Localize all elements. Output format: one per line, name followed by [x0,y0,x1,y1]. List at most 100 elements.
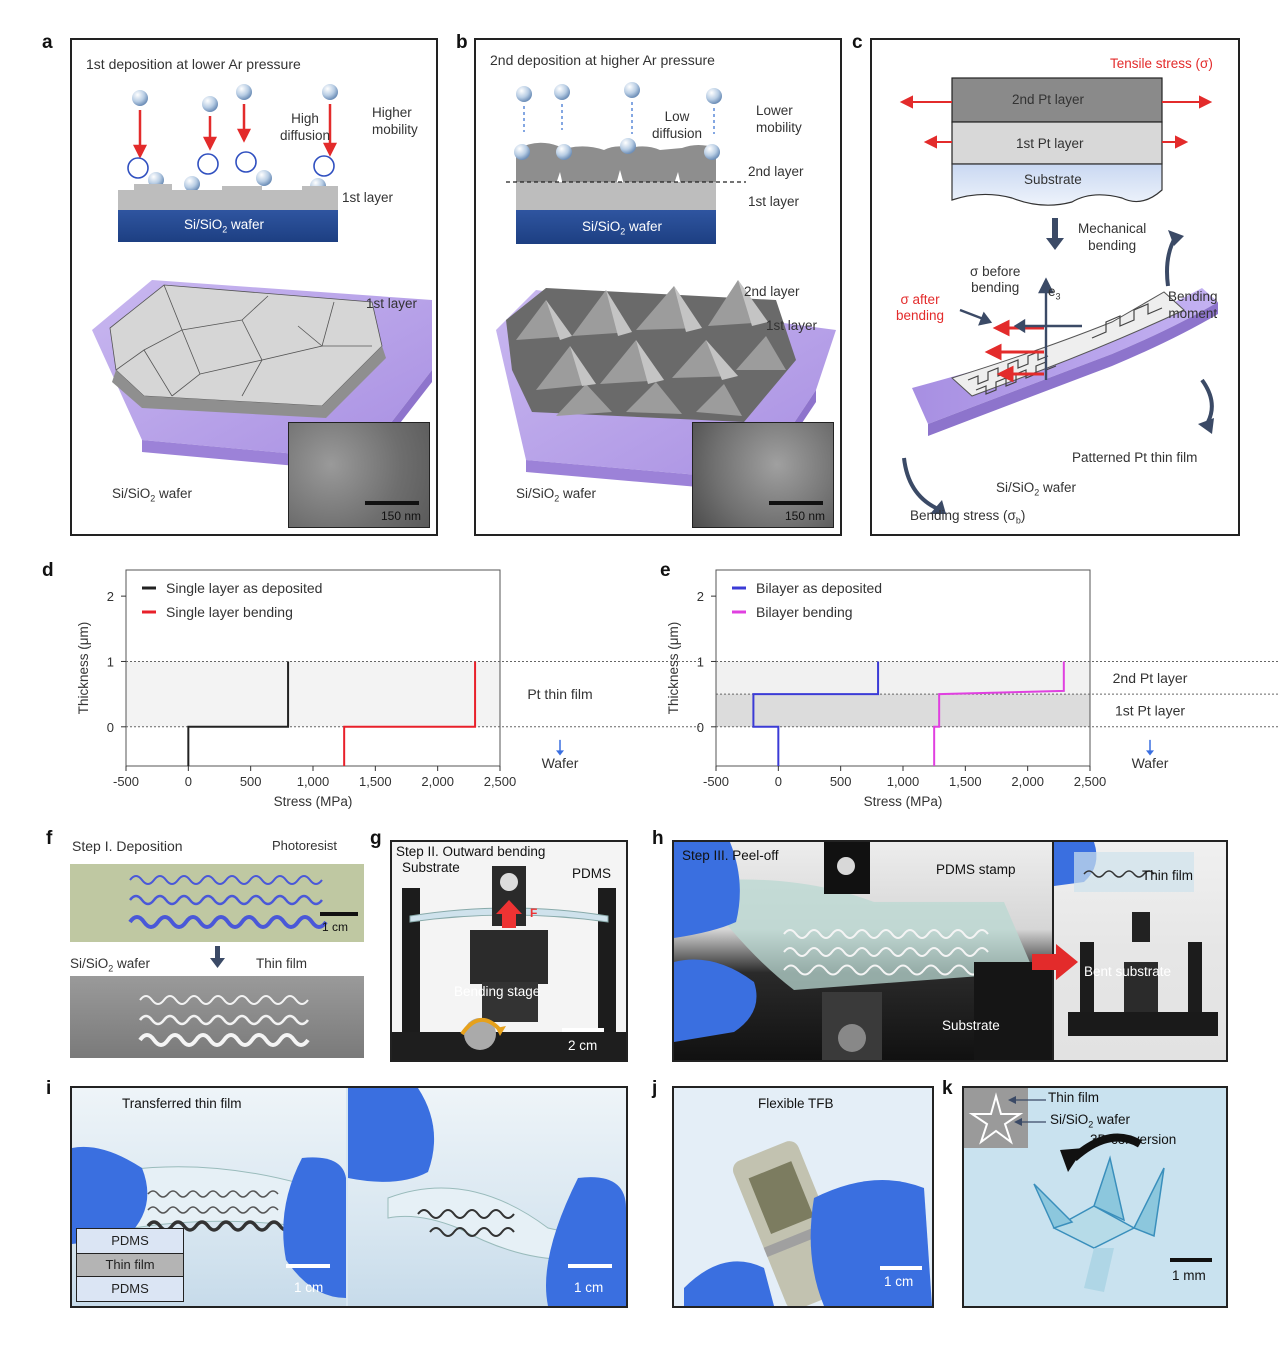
panel-letter-k: k [942,1078,953,1099]
a-layer1-3d-label: 1st layer [366,296,418,311]
f-photo-thinfilm [70,976,364,1058]
x-tick-label: 0 [775,774,782,789]
panel-j: Flexible TFB 1 cm [672,1086,934,1308]
b-layer1-3d-label: 1st layer [766,318,818,333]
c-tensile-label: Tensile stress (σ) [1110,56,1213,71]
wafer-arrow-head [1146,750,1154,756]
panel-letter-b: b [456,32,468,53]
x-tick-label: 500 [830,774,852,789]
y-axis-label: Thickness (μm) [666,622,681,715]
panel-letter-g: g [370,828,382,849]
c-pt1-label: 1st Pt layer [1016,136,1084,151]
annotation-pt-layer2: 2nd Pt layer [1113,670,1188,686]
panel-h: Step III. Peel-off PDMS stamp Substrate … [672,840,1228,1062]
x-axis-label: Stress (MPa) [864,794,943,809]
k-scale-bar: 1 mm [1172,1268,1206,1283]
h-photo-bent: Thin film Bent substrate [1054,842,1226,1060]
c-substrate-label: Substrate [1024,172,1082,187]
k-inset-star [964,1088,1028,1148]
x-tick-label: -500 [703,774,729,789]
x-tick-label: 2,000 [1011,774,1044,789]
series-line-2 [343,661,477,766]
x-tick-label: 1,000 [887,774,920,789]
grain-film-single [109,284,386,418]
grain-film-pyramids [506,280,796,422]
k-wafer-label: Si/SiO2 wafer [1050,1112,1131,1130]
panel-letter-h: h [652,828,664,849]
y-tick-label: 2 [697,589,704,604]
h-thinfilm-label: Thin film [1142,868,1194,883]
h-step-label: Step III. Peel-off [682,848,779,863]
c-bending-stress: Bending stress (σb) [910,508,1026,526]
y-tick-label: 2 [107,589,114,604]
panel-b: 2nd deposition at higher Ar pressure [474,38,842,536]
y-axis-label: Thickness (μm) [76,622,91,715]
x-tick-label: 1,500 [949,774,982,789]
x-tick-label: 1,500 [359,774,392,789]
series-line-2 [933,661,1065,766]
panel-letter-j: j [652,1078,658,1099]
g-force-label: F [530,906,538,920]
f-down-arrow [210,946,225,968]
y-tick-label: 0 [107,720,114,735]
panel-k: Thin film Si/SiO2 wafer 3D conversion 1 … [962,1086,1228,1308]
f-photo-deposition: 1 cm [70,864,364,942]
x-tick-label: 2,500 [1074,774,1107,789]
h-stamp-label: PDMS stamp [936,862,1016,877]
shade-pt-film [126,661,500,727]
legend-label-2: Single layer bending [166,604,293,620]
f-photoresist-label: Photoresist [272,838,338,853]
a-wafer-3d-label: Si/SiO2 wafer [112,486,193,504]
panel-letter-c: c [852,32,863,53]
panel-letter-e: e [660,560,671,581]
b-wafer-label: Si/SiO2 wafer [582,219,663,237]
i-stack-thinfilm: Thin film [77,1254,183,1277]
y-tick-label: 1 [697,654,704,669]
sem-image-b: 150 nm [692,422,834,528]
pt-layer2-rect [951,77,1163,123]
h-photo-peel: Step III. Peel-off PDMS stamp Substrate [674,842,1052,1060]
i-stack-pdms-bottom: PDMS [77,1277,183,1301]
h-substrate-label: Substrate [942,1018,1000,1033]
sem-image-a: 150 nm [288,422,430,528]
legend-label-2: Bilayer bending [756,604,853,620]
b-layer2-3d-label: 2nd layer [744,284,800,299]
panel-letter-f: f [46,828,53,849]
k-conversion-label: 3D conversion [1090,1132,1177,1147]
i-photo-left [72,1088,346,1306]
i-scale-right: 1 cm [574,1280,604,1295]
i-photo-right [348,1088,626,1306]
shade-pt-layer1 [716,694,1090,727]
x-tick-label: 0 [185,774,192,789]
f-thinfilm-label: Thin film [256,956,308,971]
wafer-blue [118,210,338,242]
panel-g: Step II. Outward bending Substrate PDMS … [390,840,628,1062]
panel-a: 1st deposition at lower Ar pressure [70,38,438,536]
panel-c-schematic [899,77,1218,514]
g-pdms-label: PDMS [572,866,612,881]
shade-pt-layer2 [716,661,1090,695]
i-title: Transferred thin film [122,1096,242,1111]
a-wafer-label: Si/SiO2 wafer [184,217,265,235]
x-tick-label: 2,500 [484,774,517,789]
b-layer1-label: 1st layer [748,194,800,209]
series-line-1 [187,661,290,766]
y-tick-label: 0 [697,720,704,735]
a-layer1-label: 1st layer [342,190,394,205]
wafer-arrow-head [556,750,564,756]
3d-origami-crane [1033,1155,1165,1292]
annotation-wafer: Wafer [542,755,579,771]
b-wafer-3d-label: Si/SiO2 wafer [516,486,597,504]
x-axis-label: Stress (MPa) [274,794,353,809]
c-patterned-label: Patterned Pt thin film [1072,450,1198,465]
f-step-label: Step I. Deposition [72,838,183,854]
b-scale-bar: 150 nm [784,509,825,523]
c-e3-label: e3 [1048,284,1061,302]
